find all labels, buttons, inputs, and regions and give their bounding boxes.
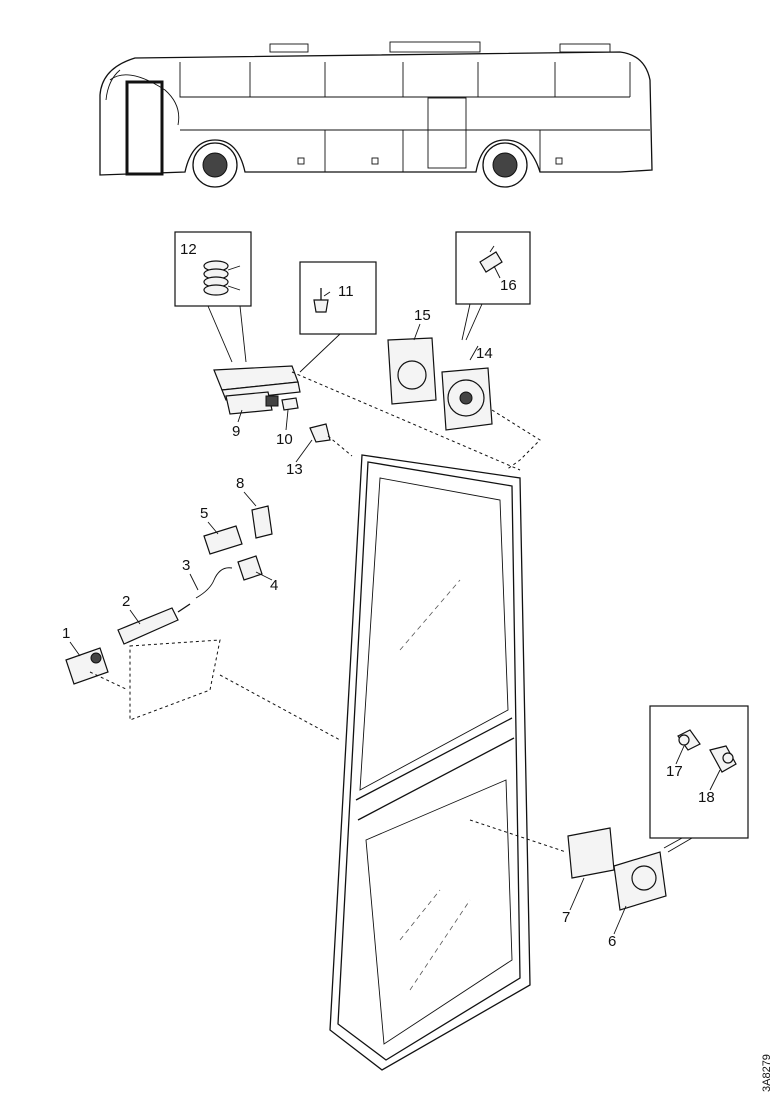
callout-10: 10 xyxy=(276,431,293,448)
bus-illustration xyxy=(99,41,653,188)
callout-6: 6 xyxy=(608,933,616,950)
callout-18: 18 xyxy=(698,789,715,806)
callout-5: 5 xyxy=(200,505,208,522)
door-lock-actuator-parts xyxy=(65,505,273,685)
spring-part xyxy=(203,260,241,296)
callout-12: 12 xyxy=(180,241,197,258)
inset-box-11 xyxy=(299,261,377,335)
door-frame xyxy=(329,454,531,1071)
callout-15: 15 xyxy=(414,307,431,324)
callout-16: 16 xyxy=(500,277,517,294)
top-actuator-assembly xyxy=(213,365,331,443)
callout-11: 11 xyxy=(338,283,354,300)
callout-17: 17 xyxy=(666,763,683,780)
callout-9: 9 xyxy=(232,423,240,440)
callout-4: 4 xyxy=(270,577,278,594)
callout-3: 3 xyxy=(182,557,190,574)
callout-8: 8 xyxy=(236,475,244,492)
callout-7: 7 xyxy=(562,909,570,926)
lower-handle-parts xyxy=(567,827,667,911)
vent-parts xyxy=(387,337,493,431)
valve-parts xyxy=(677,729,737,773)
clip-part xyxy=(479,245,503,273)
reference-code: 3A8279 xyxy=(761,1054,773,1092)
callout-2: 2 xyxy=(122,593,130,610)
callout-1: 1 xyxy=(62,625,70,642)
inset-box-17-18 xyxy=(649,705,749,839)
screw-part xyxy=(313,288,329,313)
callout-13: 13 xyxy=(286,461,303,478)
callout-14: 14 xyxy=(476,345,493,362)
